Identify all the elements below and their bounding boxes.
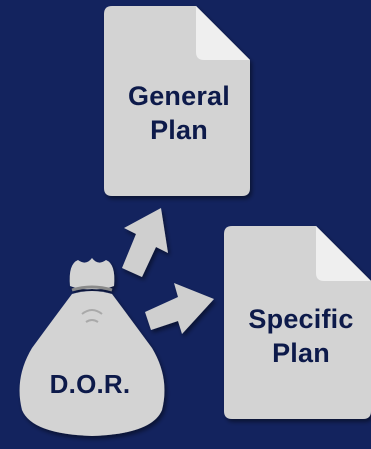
arrow-to-specific-plan-icon bbox=[145, 283, 214, 334]
specific-plan-label: Specific Plan bbox=[231, 303, 371, 371]
general-plan-label: General Plan bbox=[104, 80, 254, 148]
specific-plan-line2: Plan bbox=[272, 337, 330, 368]
general-plan-line1: General bbox=[128, 81, 230, 111]
money-bag-icon bbox=[19, 258, 165, 436]
specific-plan-line1: Specific bbox=[248, 304, 354, 334]
arrow-to-general-plan-icon bbox=[122, 208, 168, 277]
specific-plan-document-icon bbox=[224, 226, 371, 419]
dor-label: D.O.R. bbox=[49, 369, 131, 399]
general-plan-line2: Plan bbox=[150, 114, 208, 145]
general-plan-document-icon bbox=[104, 6, 250, 196]
